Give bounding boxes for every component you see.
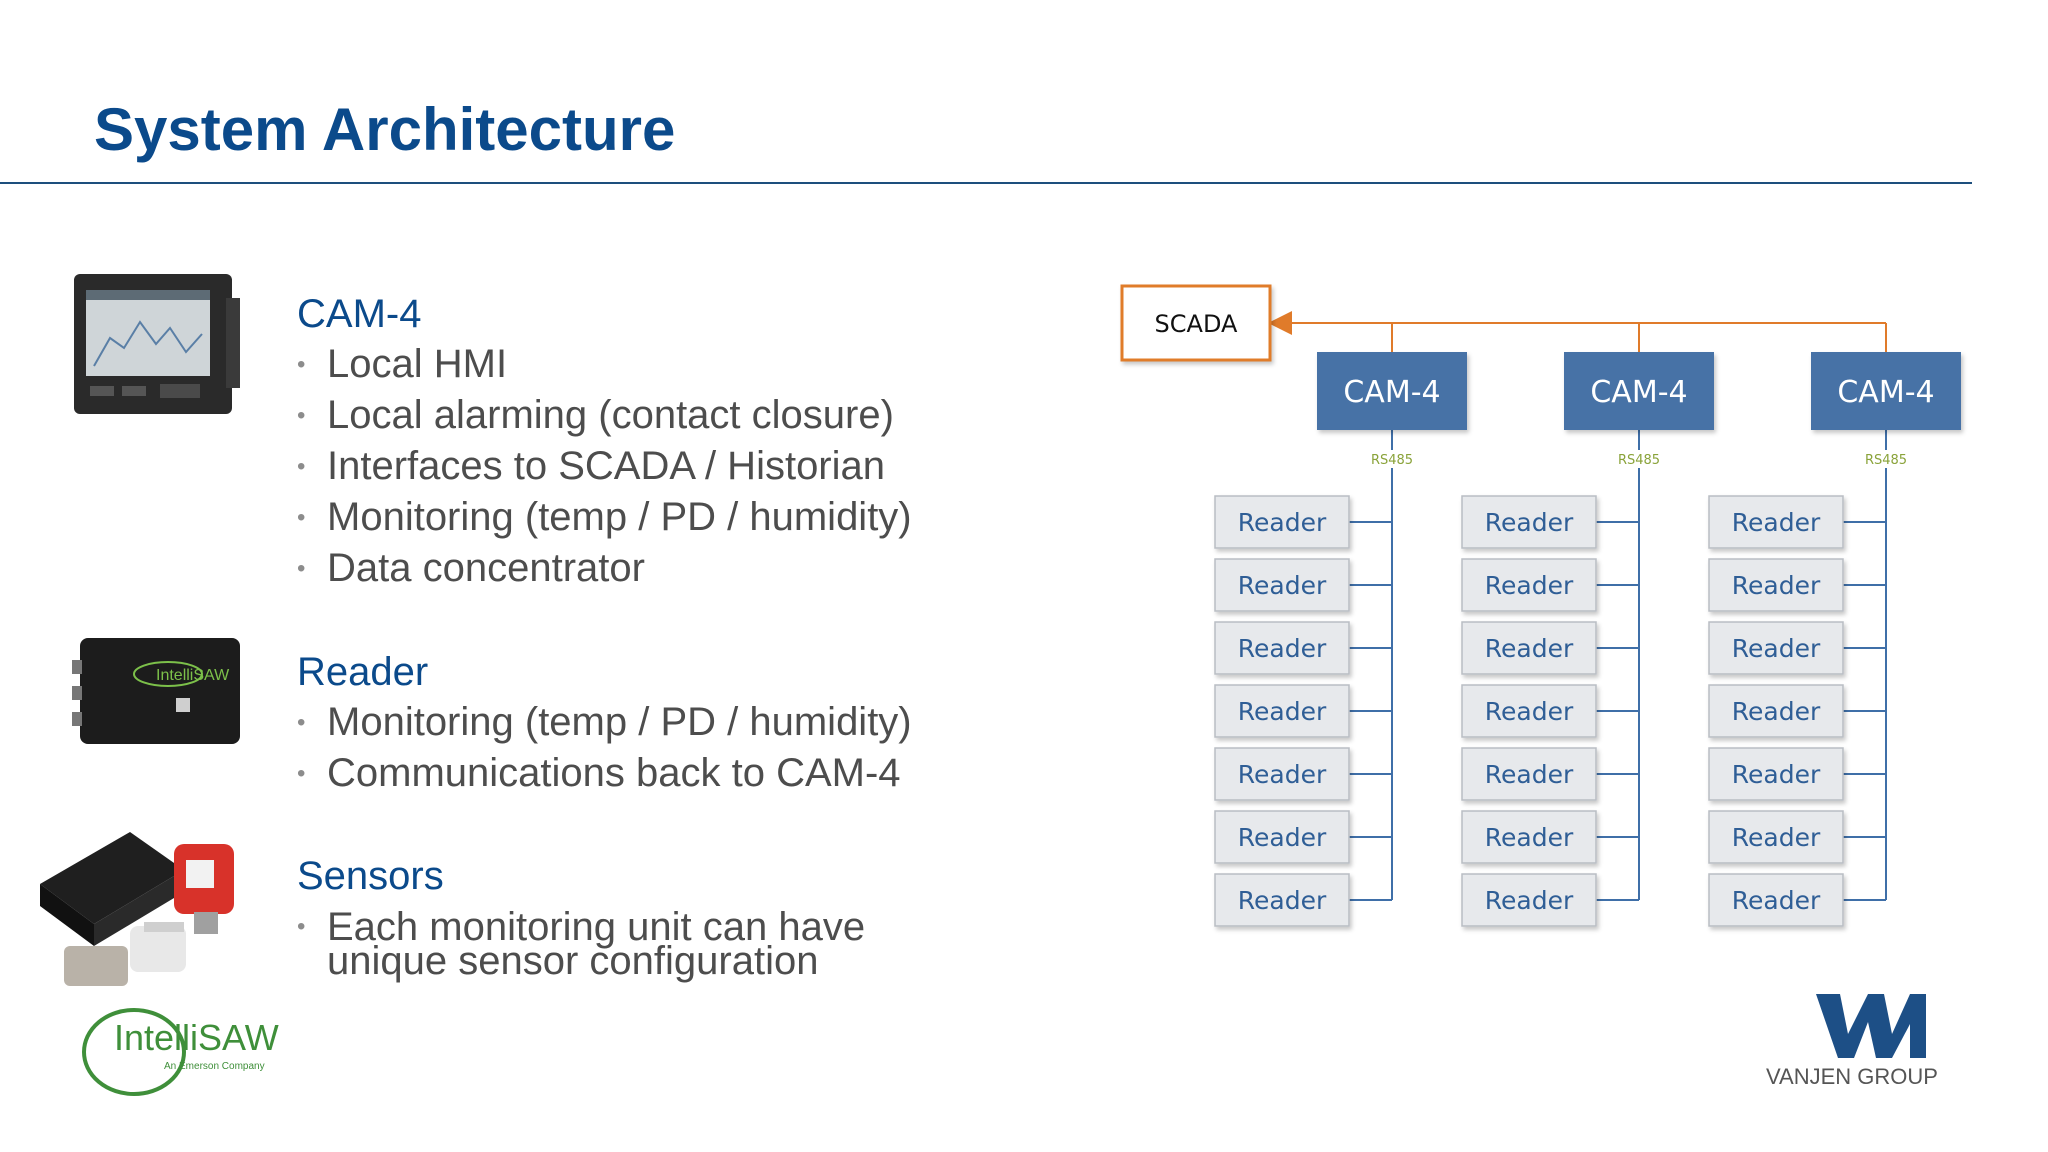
list-item: Monitoring (temp / PD / humidity) bbox=[297, 492, 912, 543]
list-item: Local HMI bbox=[297, 339, 912, 390]
reader-box-label: Reader bbox=[1732, 697, 1821, 726]
reader-box bbox=[1708, 495, 1844, 549]
reader-box-label: Reader bbox=[1238, 886, 1327, 915]
reader-box-label: Reader bbox=[1485, 634, 1574, 663]
reader-box bbox=[1214, 684, 1350, 738]
cam4-box bbox=[1317, 352, 1467, 430]
reader-box bbox=[1214, 873, 1350, 927]
cam4-box bbox=[1564, 352, 1714, 430]
cam4-device-image bbox=[70, 268, 242, 423]
reader-box-label: Reader bbox=[1732, 571, 1821, 600]
cam4-box-label: CAM-4 bbox=[1343, 375, 1440, 410]
reader-box bbox=[1461, 684, 1597, 738]
page-title: System Architecture bbox=[94, 96, 676, 163]
reader-box-label: Reader bbox=[1485, 886, 1574, 915]
reader-box-label: Reader bbox=[1238, 634, 1327, 663]
rs485-label: RS485 bbox=[1618, 453, 1660, 468]
list-item: Interfaces to SCADA / Historian bbox=[297, 441, 912, 492]
scada-box bbox=[1120, 284, 1272, 362]
reader-box bbox=[1708, 747, 1844, 801]
reader-box-label: Reader bbox=[1238, 697, 1327, 726]
reader-device-image: IntelliSAW bbox=[70, 632, 250, 750]
rs485-label-bg bbox=[1615, 450, 1663, 468]
reader-box bbox=[1214, 558, 1350, 612]
reader-box bbox=[1214, 621, 1350, 675]
rs485-label: RS485 bbox=[1371, 453, 1413, 468]
reader-heading: Reader bbox=[297, 650, 429, 694]
rs485-label-bg bbox=[1862, 450, 1910, 468]
intellisaw-tagline: An Emerson Company bbox=[164, 1061, 265, 1072]
reader-box-label: Reader bbox=[1485, 697, 1574, 726]
reader-box-label: Reader bbox=[1485, 760, 1574, 789]
vanjen-logo-text: VANJEN GROUP bbox=[1766, 1064, 1938, 1089]
reader-box bbox=[1708, 684, 1844, 738]
reader-box-label: Reader bbox=[1238, 571, 1327, 600]
cam4-heading: CAM-4 bbox=[297, 292, 422, 336]
cam4-box-label: CAM-4 bbox=[1837, 375, 1934, 410]
reader-box bbox=[1214, 747, 1350, 801]
sensors-bullet-list: Each monitoring unit can have unique sen… bbox=[297, 907, 947, 981]
reader-box-label: Reader bbox=[1732, 634, 1821, 663]
reader-box bbox=[1461, 873, 1597, 927]
reader-box-label: Reader bbox=[1732, 886, 1821, 915]
reader-box bbox=[1708, 873, 1844, 927]
rs485-label: RS485 bbox=[1865, 453, 1907, 468]
sensors-image bbox=[34, 826, 262, 996]
reader-box bbox=[1708, 810, 1844, 864]
list-item: Monitoring (temp / PD / humidity) bbox=[297, 697, 912, 748]
cam4-box bbox=[1811, 352, 1961, 430]
reader-box bbox=[1214, 810, 1350, 864]
svg-text:IntelliSAW: IntelliSAW bbox=[156, 667, 230, 684]
reader-box-label: Reader bbox=[1485, 823, 1574, 852]
intellisaw-logo: IntelliSAW An Emerson Company bbox=[74, 1000, 294, 1100]
reader-box bbox=[1461, 747, 1597, 801]
reader-box-label: Reader bbox=[1485, 508, 1574, 537]
reader-box bbox=[1708, 558, 1844, 612]
cam4-bullet-list: Local HMI Local alarming (contact closur… bbox=[297, 339, 912, 594]
reader-box bbox=[1461, 621, 1597, 675]
intellisaw-logo-text: IntelliSAW bbox=[114, 1017, 279, 1058]
reader-box bbox=[1461, 558, 1597, 612]
list-item: Data concentrator bbox=[297, 543, 912, 594]
reader-box-label: Reader bbox=[1732, 823, 1821, 852]
reader-box-label: Reader bbox=[1238, 508, 1327, 537]
list-item: Local alarming (contact closure) bbox=[297, 390, 912, 441]
reader-box-label: Reader bbox=[1238, 760, 1327, 789]
vanjen-group-logo: VANJEN GROUP bbox=[1760, 990, 1980, 1090]
list-item: Communications back to CAM-4 bbox=[297, 748, 912, 799]
title-divider bbox=[0, 182, 1972, 184]
scada-label: SCADA bbox=[1155, 310, 1238, 338]
reader-box-label: Reader bbox=[1732, 760, 1821, 789]
reader-box-label: Reader bbox=[1485, 571, 1574, 600]
sensors-heading: Sensors bbox=[297, 854, 444, 898]
reader-box bbox=[1214, 495, 1350, 549]
list-item: Each monitoring unit can have unique sen… bbox=[297, 907, 947, 981]
reader-box bbox=[1461, 810, 1597, 864]
reader-box bbox=[1461, 495, 1597, 549]
reader-box-label: Reader bbox=[1732, 508, 1821, 537]
cam4-box-label: CAM-4 bbox=[1590, 375, 1687, 410]
rs485-label-bg bbox=[1368, 450, 1416, 468]
reader-bullet-list: Monitoring (temp / PD / humidity) Commun… bbox=[297, 697, 912, 799]
reader-box bbox=[1708, 621, 1844, 675]
reader-box-label: Reader bbox=[1238, 823, 1327, 852]
